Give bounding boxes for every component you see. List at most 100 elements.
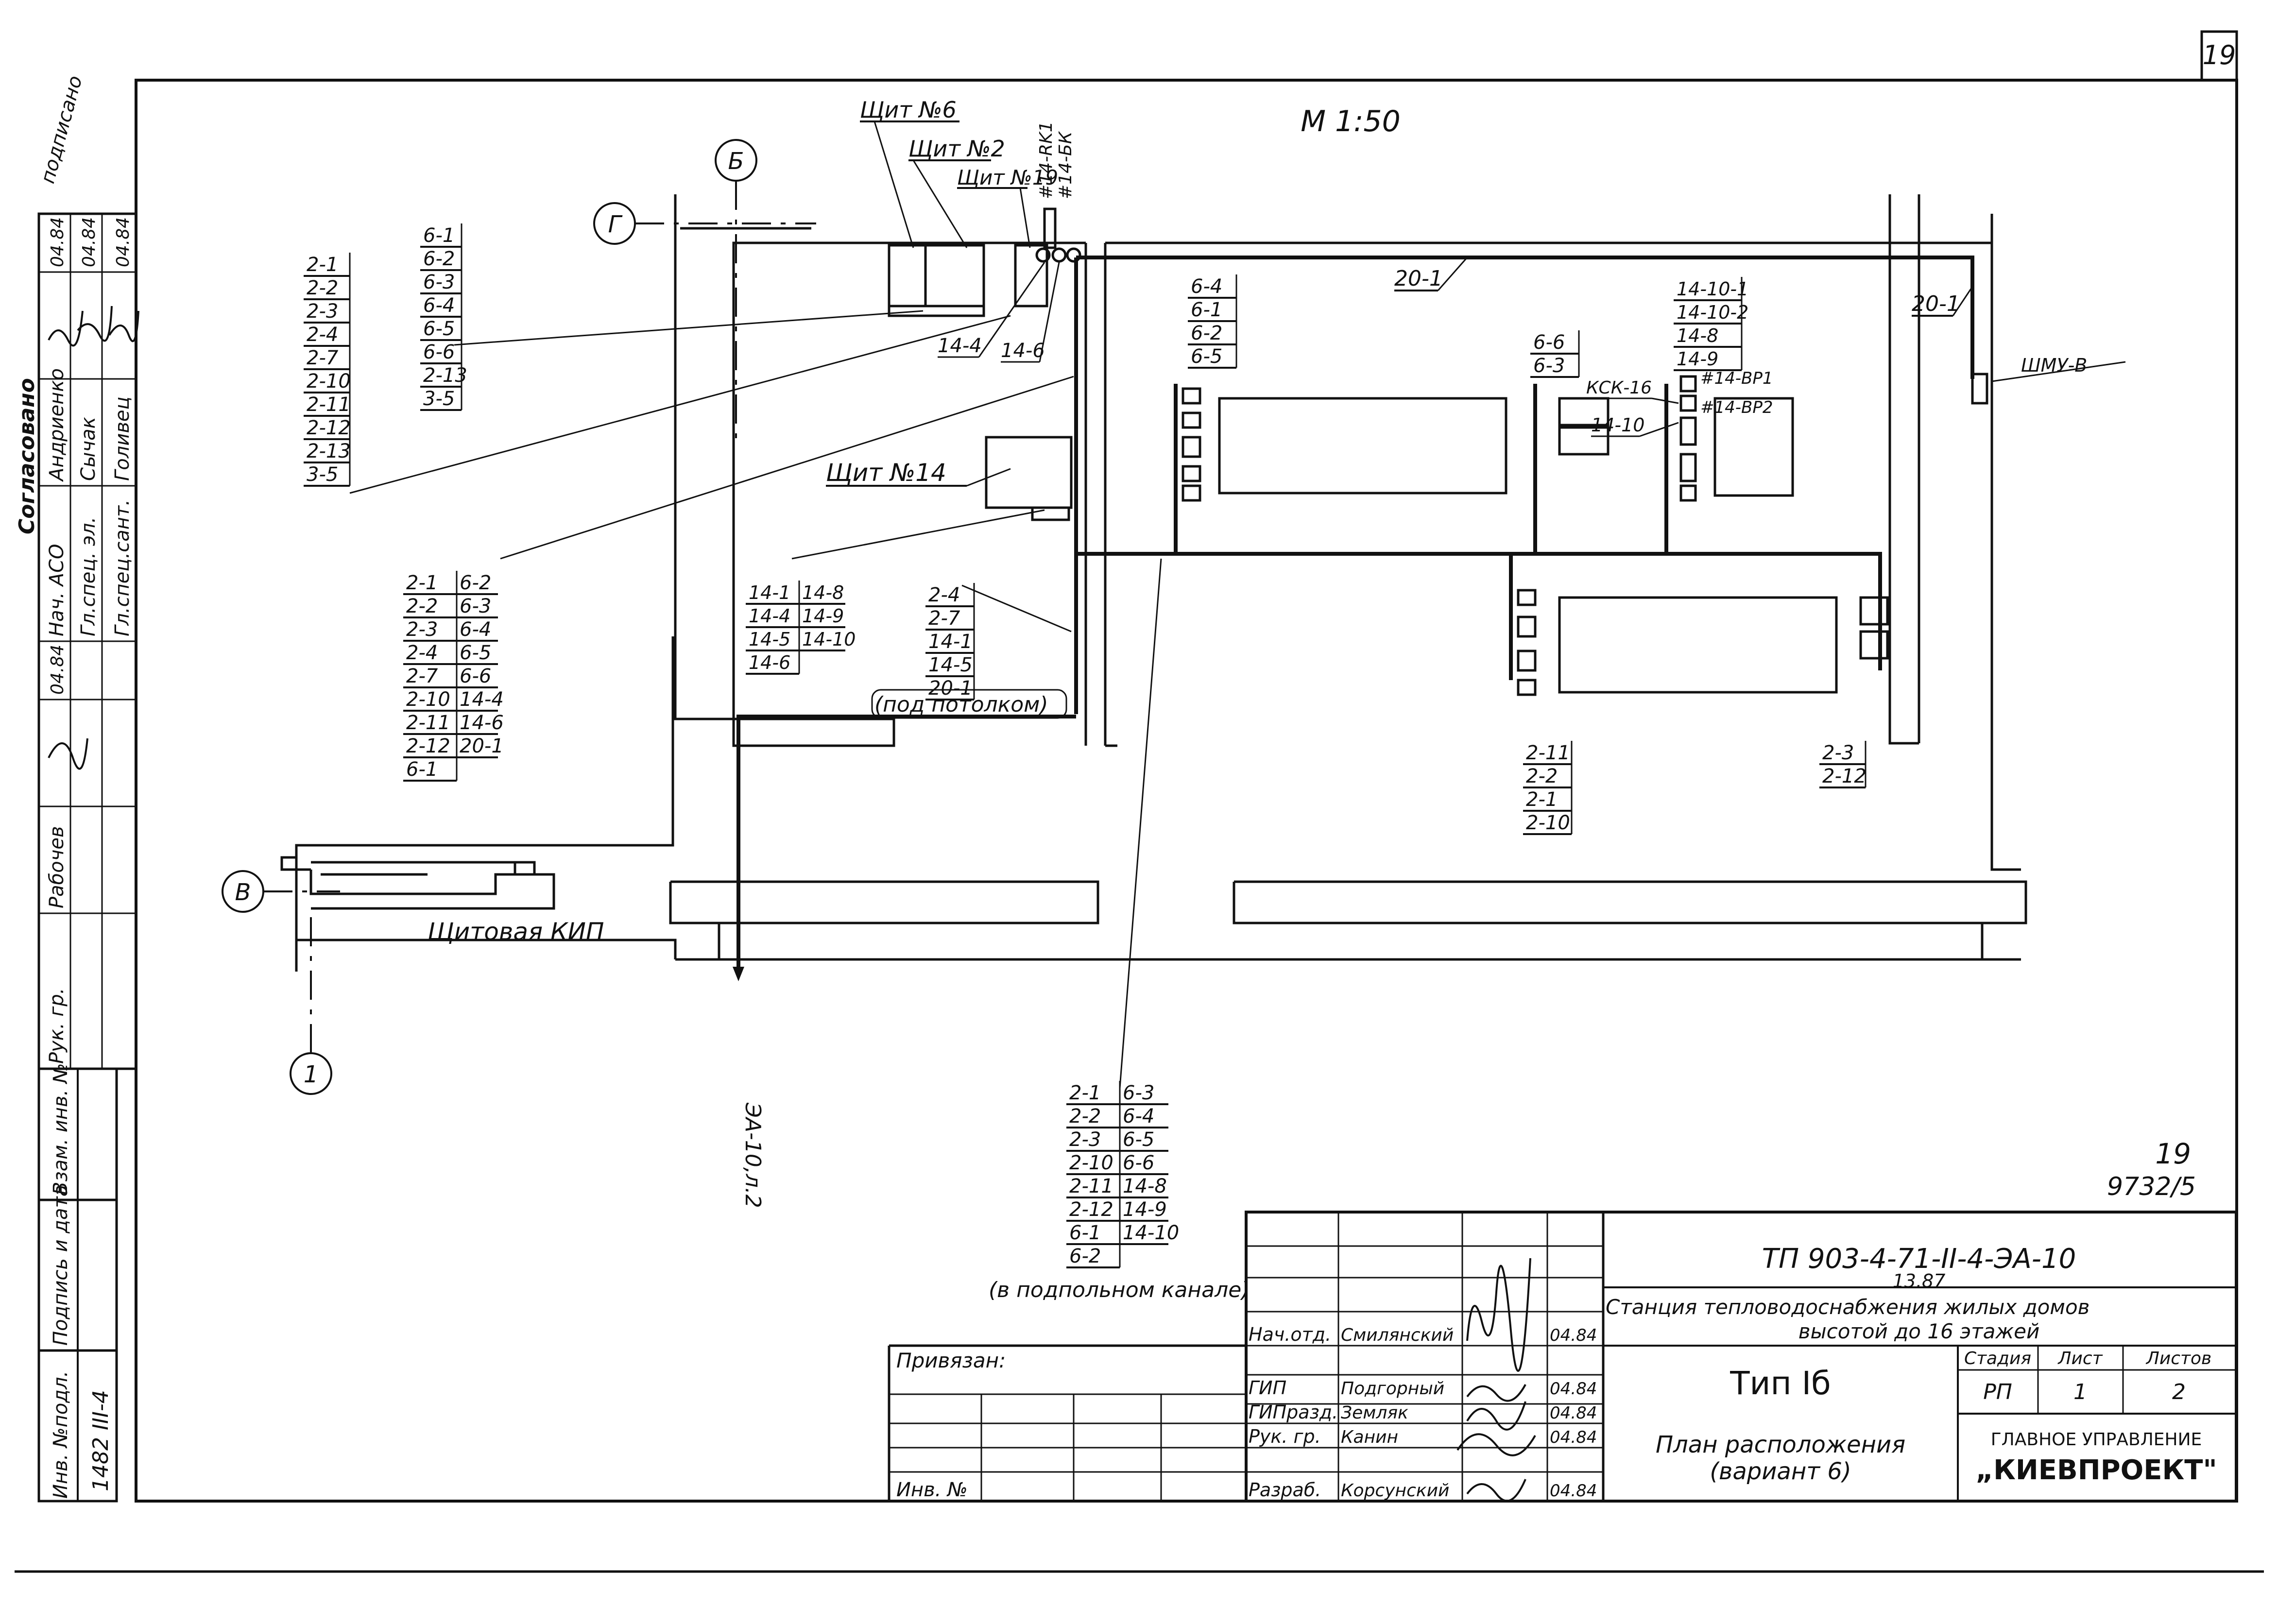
cable-label: 6-2 <box>1191 322 1222 344</box>
cable-label: 2-7 <box>928 607 960 630</box>
cable-label: 14-5 <box>749 629 790 650</box>
building-walls <box>280 194 2027 972</box>
axis-v-label: В <box>235 879 251 906</box>
cable-label: 6-4 <box>460 618 491 641</box>
exit-arrow <box>733 967 744 981</box>
cable-label: 6-4 <box>1123 1105 1154 1128</box>
role-name: Подгорный <box>1341 1379 1444 1399</box>
bundle-b-right: 2-32-12 <box>1819 741 1867 788</box>
sheet-title-2: (вариант 6) <box>1710 1458 1851 1485</box>
cable-label: 14-6 <box>460 712 504 734</box>
approval-block: Согласовано Нач. АСО Гл.спец. эл. Гл.спе… <box>15 73 139 1070</box>
approval-signature-1 <box>48 310 84 347</box>
panel-2-label: Щит №2 <box>908 136 1005 162</box>
cable-14-4: 14-4 <box>938 335 982 357</box>
cable-label: 6-4 <box>423 294 455 317</box>
panel-14-label: Щит №14 <box>826 459 946 487</box>
bundle-leaders <box>349 310 1162 1089</box>
cable-label: 6-2 <box>460 572 491 594</box>
bundle-b-ceiling: 2-42-714-114-520-1 <box>925 583 975 701</box>
type-label: Тип Iб <box>1730 1365 1831 1402</box>
role-name: Земляк <box>1341 1403 1408 1423</box>
axis-markers <box>222 139 816 1095</box>
cable-label: 2-11 <box>307 393 351 416</box>
cable-label: 2-10 <box>1526 812 1570 834</box>
sheet-ref-num: 19 <box>2155 1137 2191 1170</box>
approval-signature-2 <box>77 306 113 342</box>
approval-role-1: Нач. АСО <box>46 544 68 636</box>
cable-label: 6-5 <box>423 318 455 340</box>
approval-date-3: 04.84 <box>113 217 133 267</box>
cable-label: 14-9 <box>1123 1198 1167 1221</box>
left-strip: Инв. №подл. 1482 III-4 Подпись и дата Вз… <box>37 1063 118 1503</box>
cable-label: 2-1 <box>1526 788 1558 811</box>
role-title: ГИП <box>1249 1377 1286 1399</box>
role-title: Нач.отд. <box>1249 1324 1331 1345</box>
title-signatures <box>1456 1258 1536 1502</box>
cable-label: 2-1 <box>307 254 338 276</box>
role-date: 04.84 <box>1550 1326 1597 1345</box>
br1-label: #14-BP1 <box>1700 369 1773 388</box>
approval-title: Согласовано <box>15 378 39 534</box>
cable-label: 2-12 <box>1069 1198 1113 1221</box>
stage-value: РП <box>1983 1380 2012 1404</box>
cable-label: 2-11 <box>1069 1175 1113 1197</box>
cable-label: 14-4 <box>749 605 790 627</box>
cable-label: 6-5 <box>460 642 491 664</box>
cable-label: 2-7 <box>406 665 438 687</box>
bundle-b-topleft: 2-12-22-32-42-72-102-112-122-133-5 <box>304 253 351 487</box>
cable-label: 20-1 <box>460 735 504 757</box>
cable-label: 14-1 <box>928 631 973 653</box>
cable-label: 6-1 <box>1069 1222 1101 1244</box>
cable-label: 6-1 <box>423 224 455 247</box>
sheet-ref-code: 9732/5 <box>2107 1172 2196 1201</box>
cable-label: 14-5 <box>928 654 973 676</box>
axis-b-label: Б <box>728 148 744 175</box>
cable-label: 2-3 <box>1822 742 1854 764</box>
cable-label: 6-6 <box>460 665 491 687</box>
approval-signature-3 <box>108 310 139 342</box>
cable-label: 14-10 <box>1123 1222 1179 1244</box>
cable-label: 6-3 <box>423 271 455 293</box>
approval-role-3: Гл.спец.сант. <box>111 499 134 636</box>
channel-note: (в подпольном канале) <box>989 1278 1250 1302</box>
role-name: Канин <box>1341 1427 1398 1447</box>
cable-label: 2-13 <box>423 364 467 387</box>
kck-label: КСК-16 <box>1586 378 1652 398</box>
room-label: Щитовая КИП <box>428 918 604 946</box>
role-title: ГИПразд. <box>1249 1402 1338 1423</box>
panel-group-top <box>888 207 1081 521</box>
bundle-b-unit3: 14-10-114-10-214-814-9 <box>1674 277 1748 371</box>
cable-label: 2-13 <box>307 440 351 462</box>
cable-label: 2-12 <box>307 417 351 439</box>
cable-label: 6-3 <box>1123 1082 1154 1104</box>
cable-label: 2-10 <box>307 370 351 393</box>
cable-label: 2-10 <box>1069 1152 1113 1174</box>
checked-date: 04.84 <box>48 645 68 695</box>
approval-name-2: Сычак <box>77 417 100 481</box>
bundle-b-unit2: 6-66-3 <box>1530 330 1580 378</box>
inv-podl-value: 1482 III-4 <box>88 1390 113 1491</box>
equipment-units <box>1182 373 1988 696</box>
scale-label: М 1:50 <box>1301 104 1401 138</box>
cable-label: 2-11 <box>1526 742 1570 764</box>
title-block <box>888 1211 2238 1503</box>
cable-label: 2-3 <box>406 618 438 641</box>
checked-signature <box>48 738 88 770</box>
approval-date-1: 04.84 <box>48 217 68 267</box>
handwritten-note: подписано <box>36 73 86 186</box>
cable-label: 6-3 <box>1533 355 1565 377</box>
approval-date-2: 04.84 <box>79 217 99 267</box>
cable-label: 2-4 <box>406 642 438 664</box>
exit-label: ЭА-10,л.2 <box>740 1102 765 1208</box>
panel-6-label: Щит №6 <box>860 97 957 123</box>
cable-label: 2-10 <box>406 688 450 711</box>
ceiling-note: (под потолком) <box>874 692 1048 717</box>
cable-14-10: 14-10 <box>1591 414 1644 436</box>
bundle-b-unit1: 6-46-16-26-5 <box>1188 274 1237 369</box>
cable-label: 14-8 <box>802 582 844 603</box>
cable-label: 14-9 <box>802 605 844 627</box>
